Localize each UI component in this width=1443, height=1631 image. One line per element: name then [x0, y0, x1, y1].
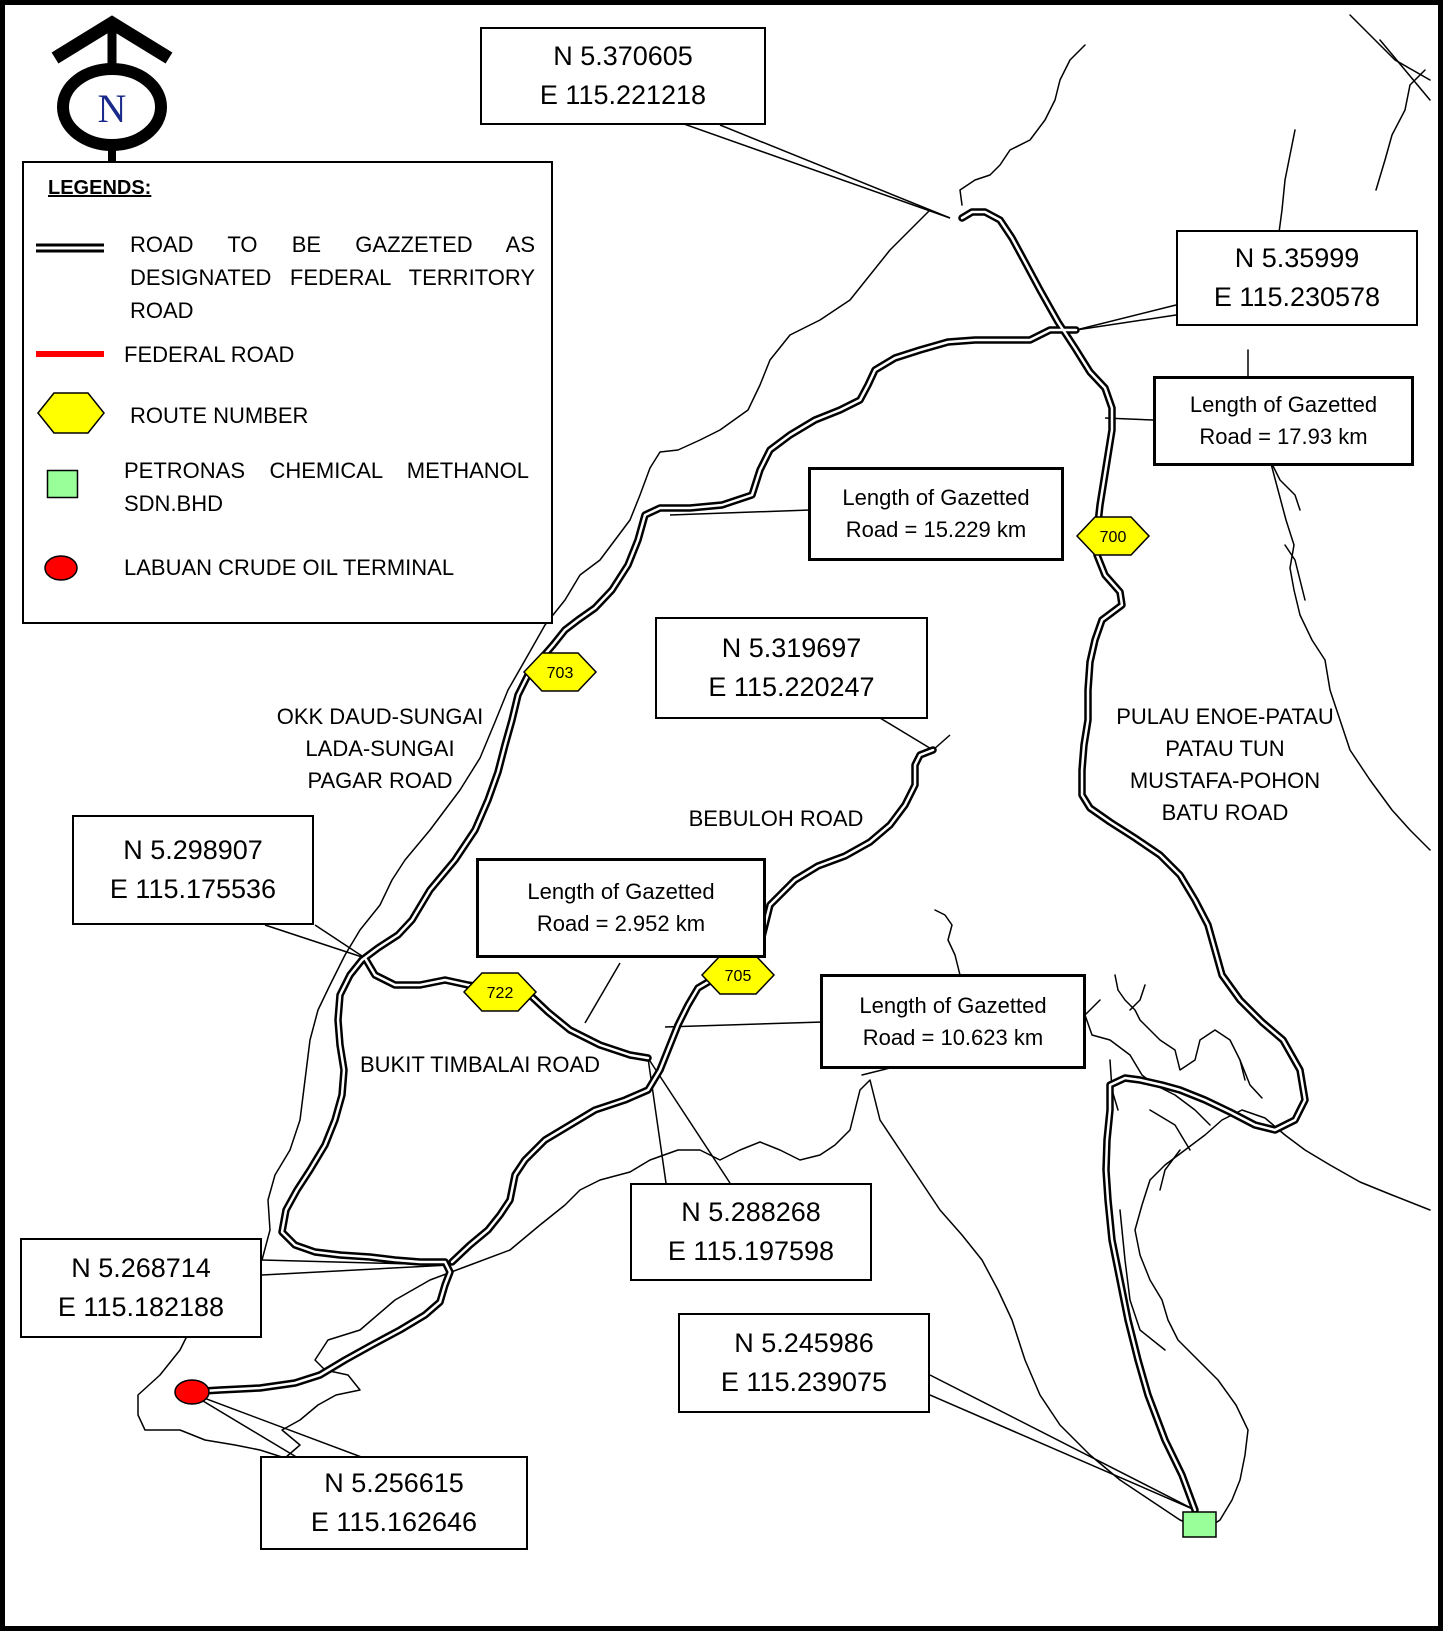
- road-name-line: LADA-SUNGAI: [305, 736, 455, 761]
- longitude: E 115.221218: [539, 80, 707, 110]
- legend-federal-road-icon: [36, 351, 104, 357]
- longitude: E 115.197598: [667, 1236, 835, 1266]
- length-label: Length of Gazetted: [859, 992, 1047, 1018]
- road-name-line: PAGAR ROAD: [307, 768, 453, 793]
- legend-panel: LEGENDS: ROAD TO BE GAZZETED AS DESIGNAT…: [22, 161, 553, 624]
- legend-gazetted-road-line3: ROAD: [130, 298, 194, 323]
- route-number-722: 722: [487, 985, 514, 1002]
- coordinate-box: N 5.245986 E 115.239075: [678, 1313, 930, 1413]
- route-number-700: 700: [1100, 529, 1127, 546]
- north-letter: N: [98, 86, 127, 131]
- coordinate-box: N 5.288268 E 115.197598: [630, 1183, 872, 1281]
- latitude: N 5.268714: [71, 1253, 211, 1283]
- road-name-bukit-timbalai: BUKIT TIMBALAI ROAD: [359, 1052, 601, 1077]
- road-name-line: BATU ROAD: [1161, 800, 1289, 825]
- legend-petronas-line1: PETRONAS CHEMICAL METHANOL: [124, 458, 529, 483]
- longitude: E 115.162646: [310, 1507, 478, 1537]
- legend-route-number-label: ROUTE NUMBER: [130, 403, 309, 428]
- longitude: E 115.220247: [708, 672, 875, 702]
- legend-terminal-icon: [44, 555, 78, 581]
- gazetted-length-box: Length of Gazetted Road = 2.952 km: [476, 858, 766, 958]
- longitude: E 115.230578: [1213, 282, 1381, 312]
- latitude: N 5.245986: [734, 1328, 874, 1358]
- legend-gazetted-road-icon: [36, 243, 104, 253]
- road-name-line: PULAU ENOE-PATAU: [1116, 704, 1334, 729]
- gazetted-length-box: Length of Gazetted Road = 10.623 km: [820, 974, 1086, 1069]
- road-name-line: MUSTAFA-POHON: [1129, 768, 1321, 793]
- latitude: N 5.319697: [721, 633, 862, 663]
- north-arrow-icon: N: [51, 15, 173, 162]
- coordinate-box: N 5.256615 E 115.162646: [260, 1456, 528, 1550]
- gazetted-length-box: Length of Gazetted Road = 17.93 km: [1153, 376, 1414, 466]
- road-name-bebuloh: BEBULOH ROAD: [688, 806, 864, 831]
- legend-terminal-label: LABUAN CRUDE OIL TERMINAL: [124, 555, 455, 580]
- latitude: N 5.288268: [681, 1197, 821, 1227]
- longitude: E 115.239075: [720, 1367, 888, 1397]
- petronas-methanol-marker: [1182, 1511, 1217, 1538]
- crude-oil-terminal-marker: [174, 1379, 210, 1405]
- length-label: Length of Gazetted: [527, 879, 715, 904]
- coordinate-box: N 5.298907 E 115.175536: [72, 815, 314, 925]
- legend-gazetted-road-line1: ROAD TO BE GAZZETED AS: [130, 232, 535, 257]
- legend-petronas-line2: SDN.BHD: [124, 491, 224, 516]
- latitude: N 5.256615: [324, 1468, 464, 1498]
- longitude: E 115.182188: [57, 1292, 225, 1322]
- legend-gazetted-road-line2: DESIGNATED FEDERAL TERRITORY: [130, 265, 535, 290]
- length-value: Road = 10.623 km: [862, 1024, 1044, 1050]
- route-number-703: 703: [547, 665, 574, 682]
- latitude: N 5.35999: [1234, 243, 1360, 273]
- length-value: Road = 17.93 km: [1199, 424, 1368, 449]
- road-name-pulau-enoe: PULAU ENOE-PATAU PATAU TUN MUSTAFA-POHON…: [1100, 701, 1350, 829]
- longitude: E 115.175536: [109, 874, 277, 904]
- coordinate-box: N 5.35999 E 115.230578: [1176, 230, 1418, 326]
- route-number-705: 705: [725, 968, 752, 985]
- road-name-okk-daud: OKK DAUD-SUNGAI LADA-SUNGAI PAGAR ROAD: [265, 701, 495, 797]
- legend-federal-road-label: FEDERAL ROAD: [124, 342, 295, 367]
- leader-lines: [187, 111, 1196, 1511]
- legend-petronas-icon: [46, 469, 79, 499]
- legend-route-number-icon: [37, 392, 105, 434]
- legend-title: LEGENDS:: [48, 177, 152, 199]
- latitude: N 5.370605: [553, 41, 693, 71]
- coordinate-box: N 5.268714 E 115.182188: [20, 1238, 262, 1338]
- length-value: Road = 2.952 km: [536, 911, 706, 936]
- length-value: Road = 15.229 km: [845, 517, 1027, 542]
- latitude: N 5.298907: [123, 835, 263, 865]
- gazetted-length-box: Length of Gazetted Road = 15.229 km: [808, 467, 1064, 561]
- road-name-line: PATAU TUN: [1165, 736, 1285, 761]
- coordinate-box: N 5.370605 E 115.221218: [480, 27, 766, 125]
- coordinate-box: N 5.319697 E 115.220247: [655, 617, 928, 719]
- road-name-line: OKK DAUD-SUNGAI: [276, 704, 484, 729]
- length-label: Length of Gazetted: [1189, 392, 1378, 417]
- length-label: Length of Gazetted: [842, 485, 1030, 510]
